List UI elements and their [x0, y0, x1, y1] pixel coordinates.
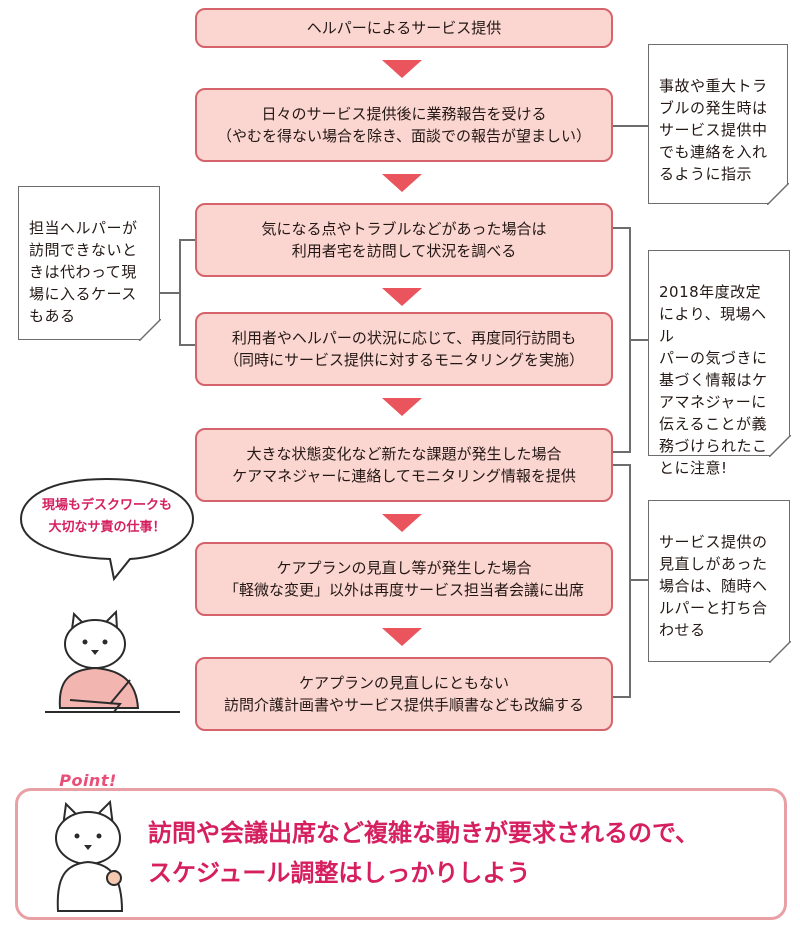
- step-text: ケアプランの見直しにともない: [298, 674, 509, 692]
- note-text: 事故や重大トラ ブルの発生時は サービス提供中 でも連絡を入れ るように指示: [659, 77, 768, 183]
- bubble-line: 大切なサ責の仕事！: [48, 520, 166, 535]
- point-line: スケジュール調整はしっかりしよう: [148, 859, 531, 887]
- cat-at-desk-illustration: [45, 609, 180, 713]
- note-text: 担当ヘルパーが 訪問できないと きは代わって現 場に入るケース もある: [29, 219, 138, 325]
- flow-arrow: [382, 174, 422, 192]
- page-fold-icon: [769, 435, 791, 457]
- flow-step-2: 日々のサービス提供後に業務報告を受ける （やむを得ない場合を除き、面談での報告が…: [195, 88, 613, 162]
- page-fold-icon: [769, 641, 791, 663]
- bubble-line: 現場もデスクワークも: [41, 498, 172, 513]
- step-text: 「軽微な変更」以外は再度サービス担当者会議に出席: [223, 581, 584, 599]
- note-left: 担当ヘルパーが 訪問できないと きは代わって現 場に入るケース もある: [18, 186, 161, 341]
- step-text: 大きな状態変化など新たな課題が発生した場合: [246, 445, 562, 463]
- note-right-1: 事故や重大トラ ブルの発生時は サービス提供中 でも連絡を入れ るように指示: [648, 44, 789, 205]
- flow-arrow: [382, 514, 422, 532]
- point-box: [15, 788, 787, 920]
- flow-arrow: [382, 288, 422, 306]
- step-text: 利用者やヘルパーの状況に応じて、再度同行訪問も: [231, 329, 577, 347]
- step-text: 気になる点やトラブルなどがあった場合は: [261, 220, 547, 238]
- flow-step-7: ケアプランの見直しにともない 訪問介護計画書やサービス提供手順書なども改編する: [195, 657, 613, 731]
- speech-bubble-shape: [19, 477, 195, 582]
- step-subtext: （やむを得ない場合を除き、面談での報告が望ましい）: [217, 127, 591, 145]
- step-text: ケアマネジャーに連絡してモニタリング情報を提供: [232, 467, 576, 485]
- point-badge: Point!: [59, 771, 117, 790]
- step-text: 利用者宅を訪問して状況を調べる: [291, 242, 517, 260]
- point-line: 訪問や会議出席など複雑な動きが要求されるので、: [148, 819, 700, 847]
- page-fold-icon: [767, 183, 789, 205]
- flow-step-3: 気になる点やトラブルなどがあった場合は 利用者宅を訪問して状況を調べる: [195, 203, 613, 277]
- note-right-3: サービス提供の 見直しがあった 場合は、随時ヘ ルパーと打ち合 わせる: [648, 500, 791, 663]
- flow-arrow: [382, 60, 422, 78]
- note-right-2: 2018年度改定 により、現場ヘル パーの気づきに 基づく情報はケ アマネジャー…: [648, 250, 791, 477]
- step-text: 訪問介護計画書やサービス提供手順書なども改編する: [223, 696, 584, 714]
- point-cat-illustration: [55, 799, 124, 912]
- speech-bubble: 現場もデスクワークも 大切なサ責の仕事！: [18, 475, 196, 582]
- flow-step-4: 利用者やヘルパーの状況に応じて、再度同行訪問も （同時にサービス提供に対するモニ…: [195, 312, 613, 386]
- flow-arrow: [382, 628, 422, 646]
- step-text: 日々のサービス提供後に業務報告を受ける: [261, 105, 547, 123]
- flow-arrow: [382, 398, 422, 416]
- point-message: 訪問や会議出席など複雑な動きが要求されるので、 スケジュール調整はしっかりしよう: [148, 813, 788, 893]
- step-text: ヘルパーによるサービス提供: [306, 19, 502, 37]
- flow-step-6: ケアプランの見直し等が発生した場合 「軽微な変更」以外は再度サービス担当者会議に…: [195, 542, 613, 616]
- step-subtext: （同時にサービス提供に対するモニタリングを実施）: [223, 351, 584, 369]
- flow-step-5: 大きな状態変化など新たな課題が発生した場合 ケアマネジャーに連絡してモニタリング…: [195, 428, 613, 502]
- step-text: ケアプランの見直し等が発生した場合: [276, 559, 532, 577]
- note-text: 2018年度改定 により、現場ヘル パーの気づきに 基づく情報はケ アマネジャー…: [659, 283, 768, 477]
- note-text: サービス提供の 見直しがあった 場合は、随時ヘ ルパーと打ち合 わせる: [659, 533, 768, 639]
- page-fold-icon: [139, 319, 161, 341]
- flow-step-1: ヘルパーによるサービス提供: [195, 8, 613, 48]
